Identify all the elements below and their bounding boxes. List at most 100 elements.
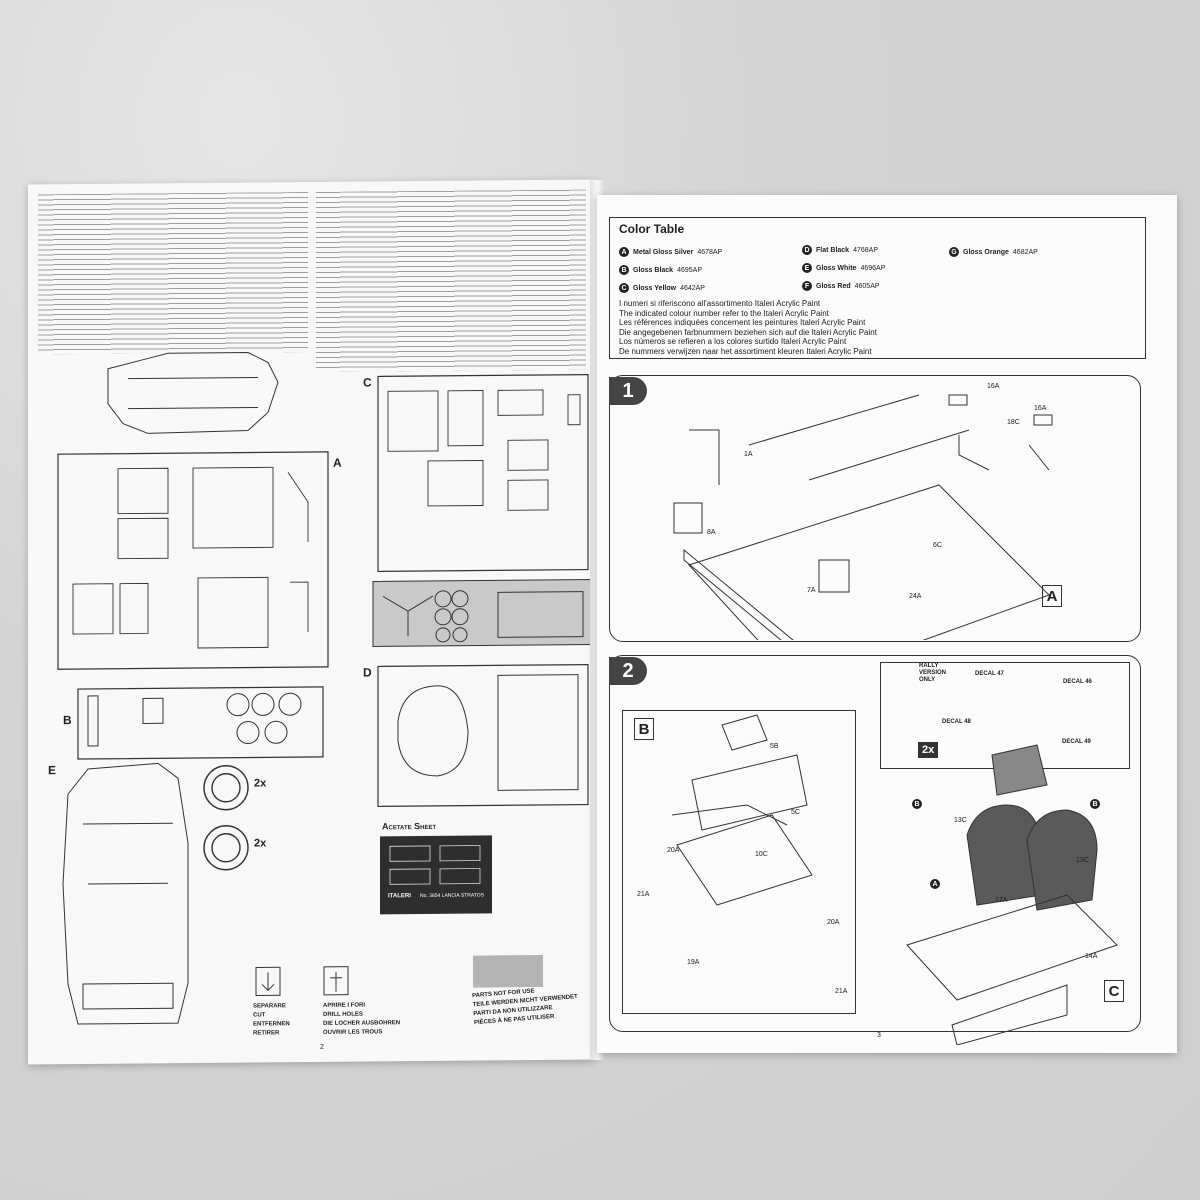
sprue-diagrams: A B E C: [48, 352, 595, 1025]
color-ref: 4642AP: [680, 284, 705, 292]
tire-count-1: 2x: [254, 777, 267, 790]
step2-part: 19A: [687, 959, 700, 966]
color-ref: 4768AP: [853, 246, 878, 254]
car-body-part-e: [62, 762, 189, 1025]
step2-sub-b: B: [634, 718, 654, 740]
step2-part: 20A: [667, 847, 680, 854]
step2-part: 13C: [954, 817, 967, 824]
step-1-box: [609, 375, 1141, 642]
color-ref: 4605AP: [854, 282, 880, 290]
step1-part: 8A: [707, 529, 716, 536]
sprue-b-label: B: [63, 713, 72, 727]
sprue-d-frame: [377, 663, 589, 808]
body-e-label: E: [48, 763, 56, 777]
step-1-number: 1: [609, 377, 647, 405]
left-page-number: 2: [320, 1043, 324, 1051]
color-table-box: [609, 217, 1146, 359]
chassis-part-24: [107, 352, 279, 434]
step1-part: 18C: [1007, 419, 1020, 426]
note-line: The indicated colour number refer to the…: [619, 308, 829, 318]
note-line: I numeri si riferiscono all'assortimento…: [619, 299, 821, 308]
step-2-b-box: [622, 710, 856, 1014]
step2-sub-c: C: [1104, 980, 1124, 1002]
sprue-c-frame: [377, 373, 589, 573]
color-ref: 4696AP: [860, 264, 886, 272]
step2-part: 21A: [637, 891, 650, 898]
color-ref: 4678AP: [697, 248, 723, 256]
tool-cut-label: SEPARARE CUT ENTFERNEN RETIRER: [253, 1003, 290, 1037]
color-name: Gloss White: [816, 264, 857, 272]
step1-part: 7A: [807, 587, 816, 594]
acetate-brand: ITALERI: [388, 893, 411, 900]
color-name: Gloss Black: [633, 266, 674, 274]
unused-parts-swatch: [473, 954, 543, 988]
color-code-g: G: [949, 247, 959, 257]
note-line: Les références indiquées concernent les …: [619, 318, 866, 327]
note-line: Die angegebenen farbnummern beziehen sic…: [619, 327, 877, 337]
acetate-sheet: [380, 835, 492, 915]
step2-part: 5C: [791, 809, 800, 816]
tire-count-2: 2x: [254, 837, 267, 850]
color-code-c: C: [619, 283, 629, 293]
color-code-b: B: [619, 265, 629, 275]
color-name: Metal Gloss Silver: [633, 248, 694, 256]
decal-label: DECAL 47: [975, 671, 1004, 677]
acetate-number: No. 3654 LANCIA STRATOS: [420, 892, 485, 900]
color-marker-b: B: [1090, 799, 1100, 809]
left-page: A B E C: [28, 179, 595, 1065]
color-code-e: E: [802, 263, 812, 273]
color-table-title: Color Table: [619, 222, 685, 236]
step2-part: 17A: [995, 897, 1008, 904]
step2-part: 10C: [755, 851, 768, 858]
step-2-box: [609, 655, 1141, 1032]
sprue-a-frame: [57, 451, 329, 670]
sprue-a-label: A: [333, 456, 342, 470]
step1-part: 24A: [909, 593, 922, 600]
color-code-a: A: [619, 247, 629, 257]
color-name: Gloss Yellow: [633, 284, 677, 292]
color-ref: 4695AP: [677, 266, 702, 274]
color-name: Gloss Orange: [963, 248, 1009, 256]
acetate-title: Acetate Sheet: [382, 820, 437, 832]
step1-part: 1A: [744, 451, 753, 458]
decal-label: DECAL 49: [1062, 739, 1091, 745]
step1-part: 6C: [933, 542, 942, 549]
step1-sub-a: A: [1042, 585, 1062, 607]
step2-part: 20A: [827, 919, 840, 926]
right-page-number: 3: [877, 1032, 881, 1039]
tool-icons: [255, 966, 349, 996]
rally-multiplier: 2x: [918, 742, 939, 758]
step-2-diagram: [671, 714, 1118, 1045]
sprue-d-label: D: [363, 665, 372, 679]
grey-parts-box: [372, 579, 595, 647]
step1-part: 16A: [987, 383, 1000, 390]
note-line: De nummers verwijzen naar het assortimen…: [619, 346, 872, 356]
note-line: Los números se refieren a los colores su…: [619, 337, 847, 346]
tool-drill-label: APRIRE I FORI DRILL HOLES DIE LOCHER AUS…: [323, 1002, 401, 1036]
step2-part: 13C: [1076, 857, 1089, 864]
sprue-b-frame: [77, 686, 324, 760]
decal-label: DECAL 48: [942, 719, 971, 725]
step-1-diagram: [673, 394, 1053, 640]
color-ref: 4682AP: [1012, 248, 1038, 256]
decal-label: DECAL 46: [1063, 679, 1092, 685]
step2-part: 14A: [1085, 953, 1098, 960]
color-code-f: F: [802, 281, 812, 291]
step1-part: 16A: [1034, 405, 1047, 412]
tires: [203, 765, 249, 871]
step2-part: 21A: [835, 988, 848, 995]
step-2-number: 2: [609, 657, 647, 685]
rally-label: RALLY VERSION ONLY: [919, 663, 947, 683]
step2-part: 5B: [770, 743, 779, 750]
color-name: Gloss Red: [816, 282, 851, 290]
color-marker-b: B: [912, 799, 922, 809]
sprue-c-label: C: [363, 375, 372, 389]
